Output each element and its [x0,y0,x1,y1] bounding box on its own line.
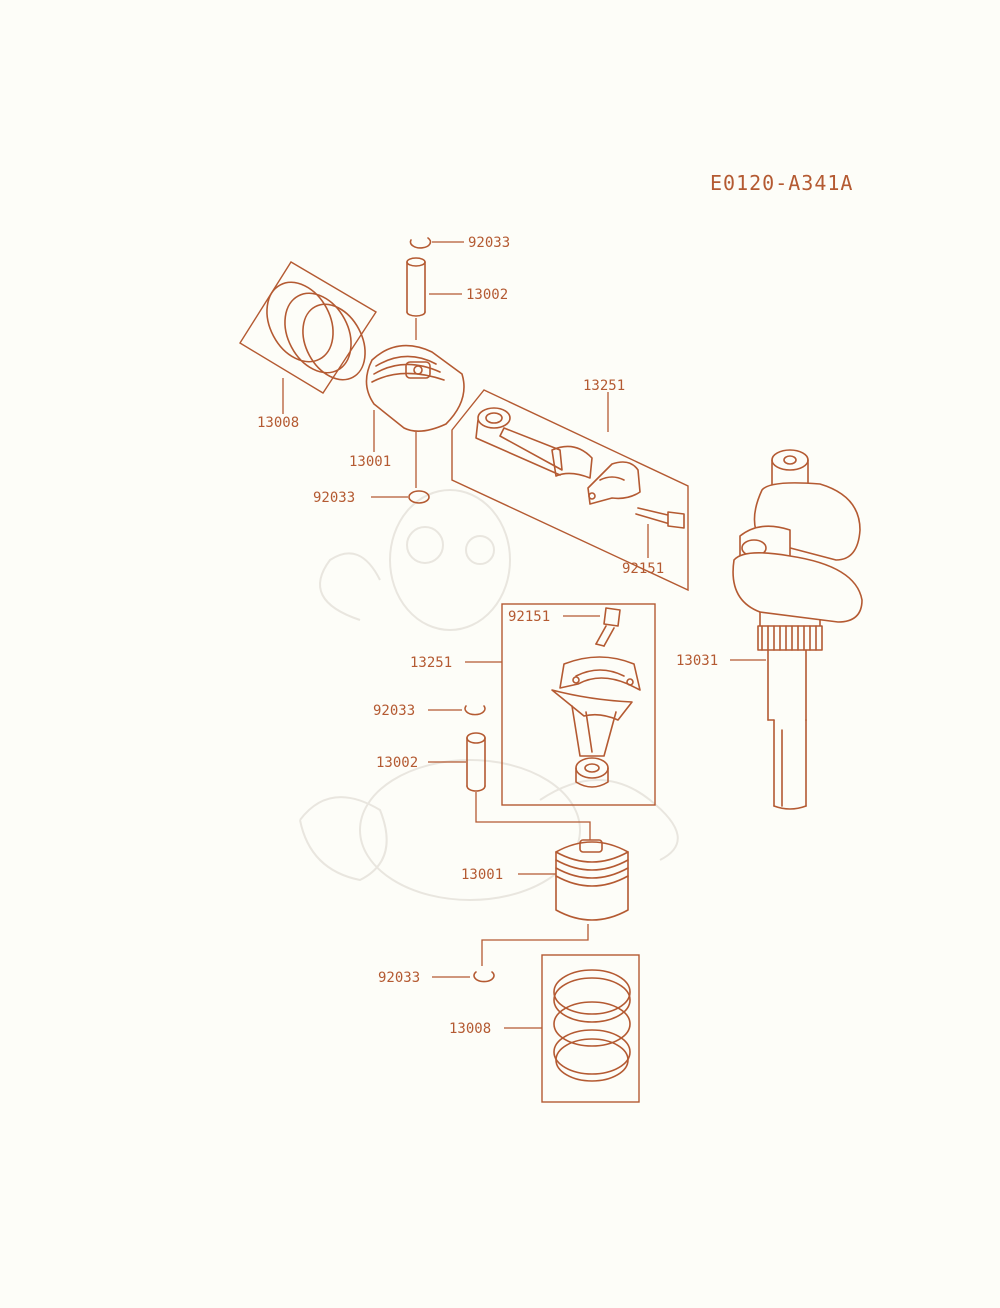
part-label-13008[interactable]: 13008 [449,1021,491,1037]
circlip-icon[interactable] [408,490,430,504]
piston-icon[interactable] [365,344,465,432]
diagram-code: E0120-A341A [710,171,853,195]
part-label-92033[interactable]: 92033 [373,703,415,719]
bolt-icon[interactable] [635,507,685,529]
part-label-13002[interactable]: 13002 [466,287,508,303]
part-label-13001[interactable]: 13001 [461,867,503,883]
connecting-rod-icon[interactable] [475,407,641,505]
piston-pin-icon[interactable] [466,732,486,792]
part-label-13008[interactable]: 13008 [257,415,299,431]
circlip-icon[interactable] [473,971,495,983]
part-label-13251[interactable]: 13251 [583,378,625,394]
part-label-13031[interactable]: 13031 [676,653,718,669]
connecting-rod-box [451,389,689,592]
crankshaft-icon[interactable] [732,449,863,810]
part-label-92033[interactable]: 92033 [313,490,355,506]
rings-box [239,261,377,394]
connecting-rod-icon[interactable] [551,656,641,788]
watermark-graphic [299,489,679,901]
part-label-13002[interactable]: 13002 [376,755,418,771]
part-label-13251[interactable]: 13251 [410,655,452,671]
rings-box [541,954,640,1103]
piston-pin-icon[interactable] [406,257,426,317]
connecting-rod-box [501,603,656,806]
bolt-icon[interactable] [595,607,621,647]
circlip-icon[interactable] [464,705,486,716]
part-label-92033[interactable]: 92033 [468,235,510,251]
piston-rings-icon[interactable] [254,271,378,391]
part-label-92033[interactable]: 92033 [378,970,420,986]
part-label-92151[interactable]: 92151 [622,561,664,577]
part-label-13001[interactable]: 13001 [349,454,391,470]
piston-rings-icon[interactable] [553,969,631,1082]
piston-icon[interactable] [555,839,629,921]
part-label-92151[interactable]: 92151 [508,609,550,625]
circlip-icon[interactable] [409,237,432,249]
